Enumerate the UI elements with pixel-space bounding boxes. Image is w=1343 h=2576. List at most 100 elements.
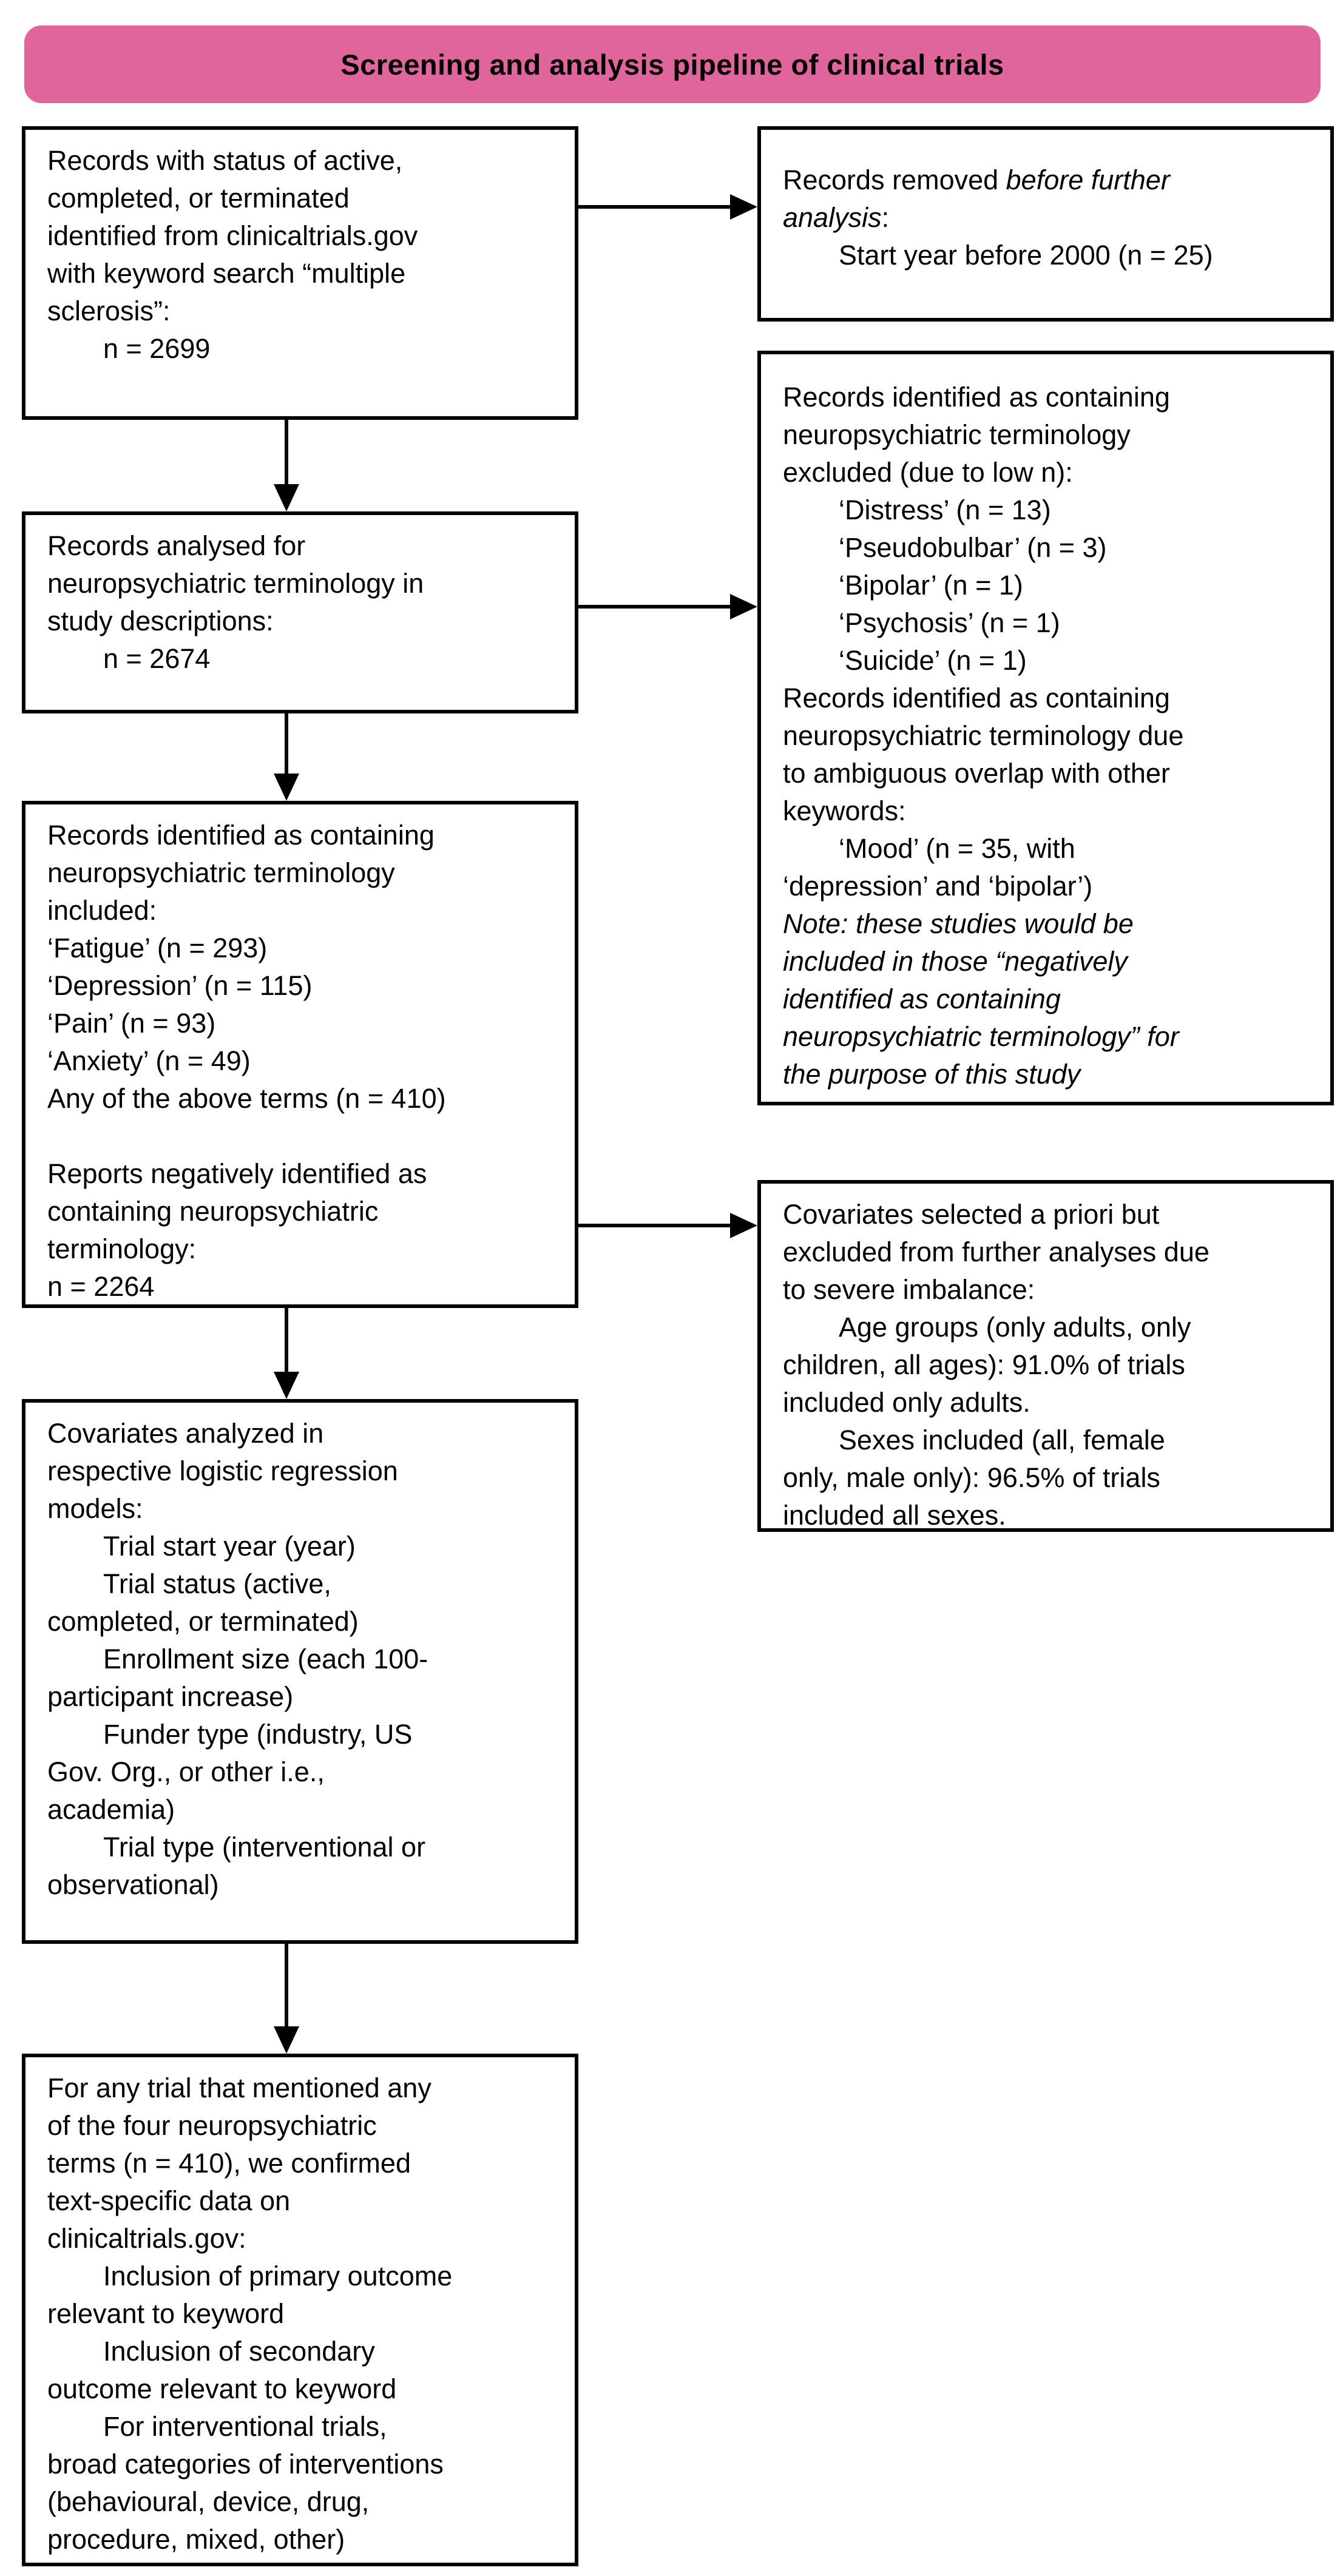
text-line: included all sexes. [783, 1500, 1006, 1531]
text-line: ‘Fatigue’ (n = 293) [47, 932, 268, 963]
text-line: Records identified as containing [47, 820, 435, 851]
text-line: identified as containing [783, 983, 1061, 1014]
text-line: Inclusion of primary outcome [103, 2261, 453, 2291]
box-terms-excluded: Records identified as containing neuropsy… [757, 351, 1334, 1105]
arrow-records-initial-to-records-analysed-head [274, 484, 299, 511]
text-line: broad categories of interventions [47, 2449, 444, 2480]
text-line: Any of the above terms (n = 410) [47, 1083, 446, 1114]
text-line: outcome relevant to keyword [47, 2373, 397, 2404]
text-line: Enrollment size (each 100- [103, 1644, 428, 1674]
text-line: n = 2264 [47, 1271, 155, 1302]
arrow-records-initial-to-records-removed-line [578, 205, 731, 209]
text-line: Records analysed for [47, 530, 306, 561]
text-line: included: [47, 895, 157, 926]
text-line: children, all ages): 91.0% of trials [783, 1349, 1185, 1380]
text-line: Note: these studies would be [783, 908, 1134, 939]
arrow-records-analysed-to-records-included-line [285, 713, 288, 775]
text-line: ‘depression’ and ‘bipolar’) [783, 871, 1093, 902]
text-line: neuropsychiatric terminology due [783, 720, 1184, 751]
text-line: ‘Anxiety’ (n = 49) [47, 1045, 251, 1076]
text-line: text-specific data on [47, 2185, 291, 2216]
text-line: Start year before 2000 (n = 25) [839, 240, 1213, 271]
text-line: neuropsychiatric terminology in [47, 568, 424, 599]
text-line: Trial type (interventional or [103, 1832, 426, 1863]
text-line: relevant to keyword [47, 2298, 285, 2329]
text-line: with keyword search “multiple [47, 258, 406, 289]
text-line: n = 2699 [103, 333, 211, 364]
text-line: containing neuropsychiatric [47, 1196, 379, 1227]
text-line: Gov. Org., or other i.e., [47, 1756, 325, 1787]
text-line: of the four neuropsychiatric [47, 2110, 377, 2141]
text-line: study descriptions: [47, 605, 274, 636]
text-line [47, 1118, 560, 1155]
text-line: ‘Pain’ (n = 93) [47, 1008, 216, 1039]
text-line: Records identified as containing [783, 683, 1170, 713]
box-covariates-excluded: Covariates selected a priori but excluded… [757, 1180, 1334, 1532]
text-line: neuropsychiatric terminology [47, 857, 395, 888]
text-line: completed, or terminated [47, 183, 350, 214]
text-line: Inclusion of secondary [103, 2336, 375, 2367]
text-line: excluded (due to low n): [783, 457, 1073, 488]
text-line: Covariates analyzed in [47, 1418, 324, 1449]
text-line: completed, or terminated) [47, 1606, 359, 1637]
text-line: For any trial that mentioned any [47, 2072, 431, 2103]
arrow-records-analysed-to-records-included-head [274, 774, 299, 801]
text-line: respective logistic regression [47, 1455, 398, 1486]
text-line: keywords: [783, 795, 906, 826]
text-line: models: [47, 1493, 143, 1524]
text-line: n = 2674 [103, 643, 211, 674]
arrow-covariates-analyzed-to-trial-confirmation-head [274, 2026, 299, 2054]
arrow-records-analysed-to-terms-excluded-head [730, 594, 757, 619]
text-line: terminology: [47, 1233, 197, 1264]
text-line: Trial status (active, [103, 1568, 331, 1599]
text-line: Trial start year (year) [103, 1531, 356, 1562]
text-line: terms (n = 410), we confirmed [47, 2148, 411, 2179]
text-line: identified from clinicaltrials.gov [47, 220, 418, 251]
text-line: analysis: [783, 202, 890, 233]
diagram-title-banner: Screening and analysis pipeline of clini… [24, 25, 1321, 103]
arrow-records-included-to-covariates-analyzed-line [285, 1308, 288, 1373]
text-line: (behavioural, device, drug, [47, 2486, 370, 2517]
arrow-records-included-to-covariates-excluded-line [578, 1224, 731, 1227]
text-line: to severe imbalance: [783, 1274, 1035, 1305]
box-trial-confirmation: For any trial that mentioned any of the f… [22, 2054, 578, 2566]
text-line: ‘Suicide’ (n = 1) [839, 645, 1027, 676]
text-line: Funder type (industry, US [103, 1719, 413, 1750]
arrow-records-analysed-to-terms-excluded-line [578, 605, 731, 609]
arrow-records-initial-to-records-analysed-line [285, 420, 288, 485]
text-line: neuropsychiatric terminology” for [783, 1021, 1179, 1052]
text-line: neuropsychiatric terminology [783, 419, 1131, 450]
box-covariates-analyzed: Covariates analyzed in respective logisti… [22, 1399, 578, 1944]
text-line: Sexes included (all, female [839, 1425, 1165, 1455]
arrow-records-included-to-covariates-analyzed-head [274, 1372, 299, 1399]
text-line: For interventional trials, [103, 2411, 387, 2442]
text-line: ‘Mood’ (n = 35, with [839, 833, 1075, 864]
box-records-removed: Records removed before further analysis: S… [757, 126, 1334, 322]
text-line: procedure, mixed, other) [47, 2524, 345, 2555]
arrow-records-initial-to-records-removed-head [730, 194, 757, 220]
text-line: clinicaltrials.gov: [47, 2223, 246, 2254]
text-line: ‘Psychosis’ (n = 1) [839, 607, 1060, 638]
text-line: academia) [47, 1794, 175, 1825]
box-records-analysed: Records analysed for neuropsychiatric ter… [22, 511, 578, 713]
text-line: Records removed before further [783, 164, 1170, 195]
box-records-included: Records identified as containing neuropsy… [22, 801, 578, 1308]
text-line: Covariates selected a priori but [783, 1199, 1160, 1230]
text-line: excluded from further analyses due [783, 1236, 1209, 1267]
text-line: Records identified as containing [783, 382, 1170, 413]
text-line: included in those “negatively [783, 946, 1128, 977]
text-line: only, male only): 96.5% of trials [783, 1462, 1160, 1493]
text-line: ‘Distress’ (n = 13) [839, 494, 1051, 525]
text-line: Reports negatively identified as [47, 1158, 427, 1189]
diagram-title: Screening and analysis pipeline of clini… [340, 48, 1004, 81]
text-line: ‘Pseudobulbar’ (n = 3) [839, 532, 1107, 563]
text-line: ‘Depression’ (n = 115) [47, 970, 313, 1001]
text-line: Age groups (only adults, only [839, 1312, 1191, 1343]
text-line: observational) [47, 1869, 219, 1900]
arrow-records-included-to-covariates-excluded-head [730, 1213, 757, 1238]
text-line: sclerosis”: [47, 295, 171, 326]
text-line: Records with status of active, [47, 145, 403, 176]
text-line: included only adults. [783, 1387, 1030, 1418]
arrow-covariates-analyzed-to-trial-confirmation-line [285, 1944, 288, 2028]
